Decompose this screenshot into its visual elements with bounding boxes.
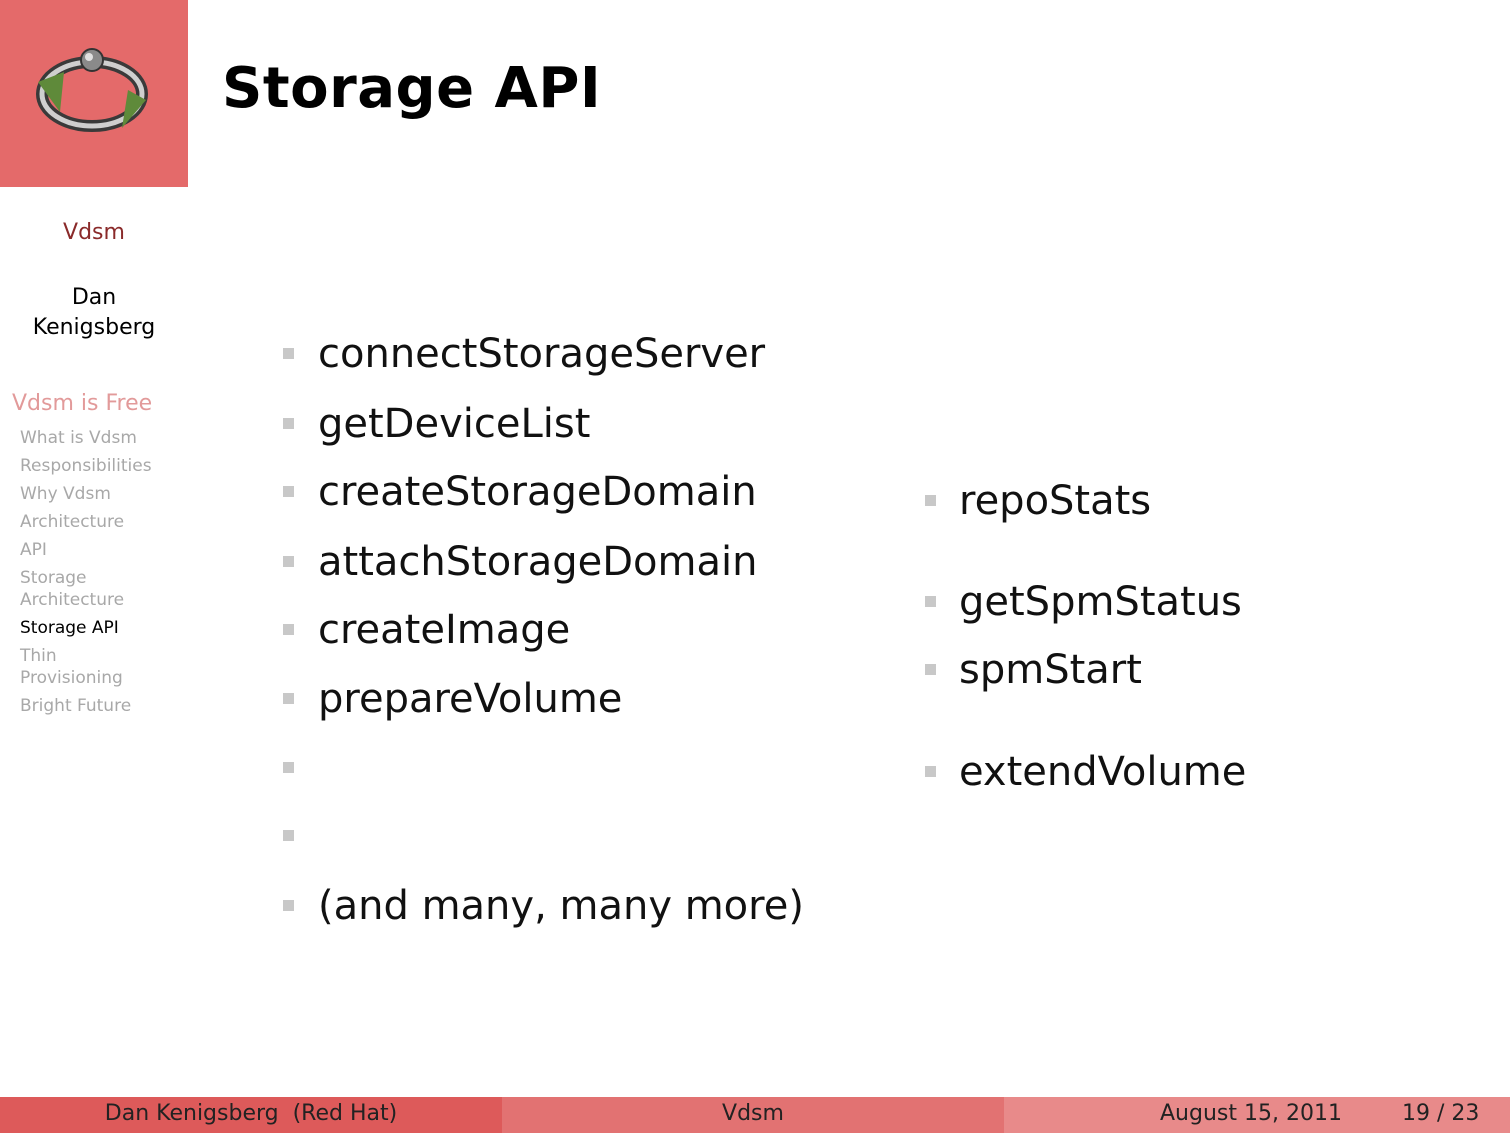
- sidebar-author-name: Dan Kenigsberg: [32, 285, 156, 340]
- bullet-marker: [283, 348, 294, 359]
- logo-box: [0, 0, 188, 187]
- footer-date-page: August 15, 2011 19 / 23: [1004, 1097, 1510, 1133]
- footer: Dan Kenigsberg (Red Hat) Vdsm August 15,…: [0, 1097, 1510, 1133]
- footer-date: August 15, 2011: [1160, 1101, 1342, 1126]
- bullet-marker: [925, 664, 936, 675]
- sidebar-author: Dan Kenigsberg: [0, 283, 188, 343]
- page-number: 19 / 23: [1402, 1101, 1480, 1126]
- list-item-text: getSpmStatus: [959, 579, 1242, 625]
- footer-author: Dan Kenigsberg (Red Hat): [0, 1097, 502, 1133]
- footer-title-text: Vdsm: [722, 1101, 784, 1126]
- list-item-text: prepareVolume: [318, 676, 623, 722]
- bullet-marker: [283, 830, 294, 841]
- list-item-text: connectStorageServer: [318, 331, 766, 377]
- bullet-marker: [283, 556, 294, 567]
- bullet-marker: [283, 762, 294, 773]
- sidebar-section-vdsm-is-free[interactable]: Vdsm is Free: [12, 391, 153, 416]
- sidebar-short-title[interactable]: Vdsm: [63, 220, 125, 245]
- list-item-text: createStorageDomain: [318, 469, 757, 515]
- footer-author-text: Dan Kenigsberg (Red Hat): [104, 1101, 398, 1126]
- bullet-marker: [925, 495, 936, 506]
- list-item-text: attachStorageDomain: [318, 539, 758, 585]
- sidebar-item-what-is-vdsm[interactable]: What is Vdsm: [20, 428, 137, 448]
- bullet-marker: [283, 900, 294, 911]
- page-title: Storage API: [222, 56, 602, 121]
- sidebar-item-bright-future[interactable]: Bright Future: [20, 696, 132, 716]
- bullet-marker: [283, 693, 294, 704]
- bullet-marker: [283, 486, 294, 497]
- list-item-text: getDeviceList: [318, 401, 591, 447]
- sidebar-item-architecture[interactable]: Architecture: [20, 512, 125, 532]
- ring-with-arrows-icon: [36, 48, 148, 132]
- footer-title: Vdsm: [502, 1097, 1004, 1133]
- sidebar-item-storage-api[interactable]: Storage API: [20, 618, 119, 638]
- list-item-text: extendVolume: [959, 749, 1247, 795]
- sidebar-item-thin-provisioning[interactable]: Thin Provisioning: [20, 646, 123, 688]
- sidebar-item-responsibilities[interactable]: Responsibilities: [20, 456, 152, 476]
- bullet-marker: [925, 766, 936, 777]
- sidebar-item-api[interactable]: API: [20, 540, 47, 560]
- bullet-marker: [925, 596, 936, 607]
- sidebar-item-why-vdsm[interactable]: Why Vdsm: [20, 484, 111, 504]
- bullet-marker: [283, 624, 294, 635]
- list-item-text: repoStats: [959, 478, 1152, 524]
- list-item-text: spmStart: [959, 647, 1142, 693]
- sidebar-nav: What is Vdsm Responsibilities Why Vdsm A…: [20, 427, 170, 723]
- list-item-text: (and many, many more): [318, 883, 804, 929]
- list-item-text: createImage: [318, 607, 571, 653]
- bullet-marker: [283, 418, 294, 429]
- sidebar-item-storage-architecture[interactable]: Storage Architecture: [20, 568, 125, 610]
